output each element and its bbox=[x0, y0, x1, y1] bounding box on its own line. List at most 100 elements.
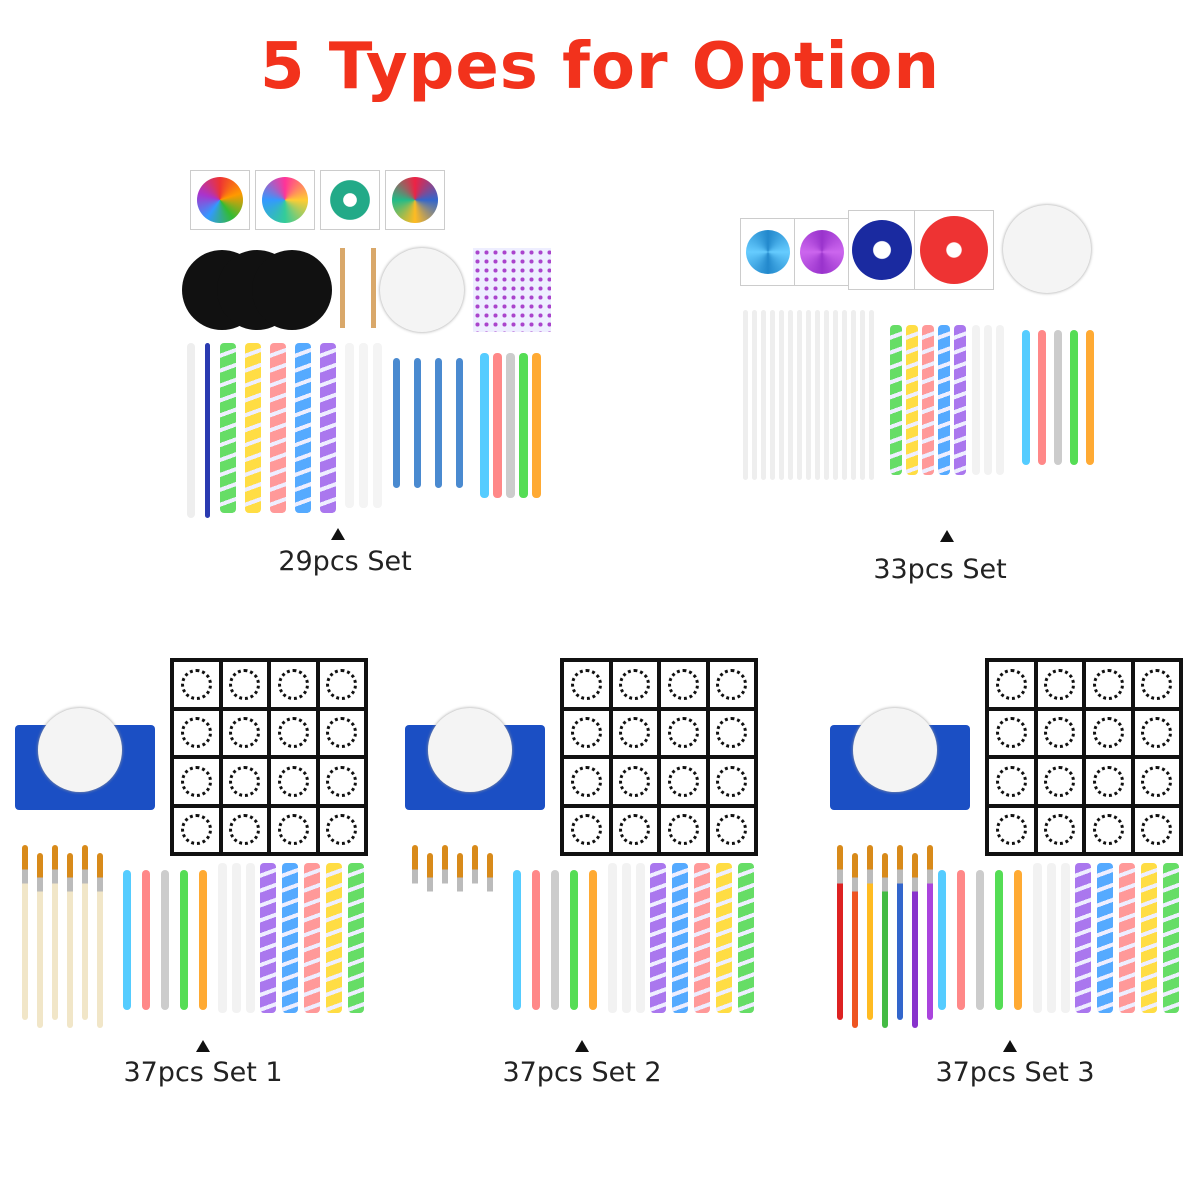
dotting-tool bbox=[142, 870, 150, 1010]
dotting-tool bbox=[493, 353, 502, 498]
stencil bbox=[661, 807, 706, 852]
paintbrush bbox=[82, 845, 88, 1020]
product-set-37pcs-1[interactable]: 37pcs Set 1 bbox=[0, 655, 380, 1088]
ball-stylus bbox=[414, 358, 421, 488]
ruler-stick bbox=[1075, 863, 1091, 1013]
stencil-grid bbox=[985, 658, 1183, 856]
acrylic-rod bbox=[373, 343, 382, 508]
stencil bbox=[989, 759, 1034, 804]
product-set-37pcs-2[interactable]: 37pcs Set 2 bbox=[390, 655, 770, 1088]
ball-stylus bbox=[435, 358, 442, 488]
brush bbox=[797, 310, 802, 480]
dotting-tool bbox=[123, 870, 131, 1010]
acrylic-rod bbox=[996, 325, 1004, 475]
acrylic-rod bbox=[218, 863, 227, 1013]
product-set-33pcs[interactable] bbox=[740, 205, 1120, 485]
dotting-tool bbox=[938, 870, 946, 1010]
ball-stylus bbox=[393, 358, 400, 488]
dotting-tool bbox=[519, 353, 528, 498]
stencil bbox=[1134, 662, 1179, 707]
stencil bbox=[989, 807, 1034, 852]
stencil bbox=[709, 662, 754, 707]
stencil bbox=[222, 710, 267, 755]
stencil bbox=[222, 807, 267, 852]
stencil bbox=[612, 710, 657, 755]
ruler-stick bbox=[282, 863, 298, 1013]
acrylic-rod bbox=[636, 863, 645, 1013]
dotting-tool bbox=[957, 870, 965, 1010]
stencil bbox=[1086, 759, 1131, 804]
paintbrush bbox=[37, 853, 43, 1028]
dotting-tool bbox=[1070, 330, 1078, 465]
dotting-tool bbox=[1038, 330, 1046, 465]
paint-palette bbox=[853, 708, 937, 792]
stencil bbox=[661, 759, 706, 804]
ruler-stick bbox=[922, 325, 934, 475]
ruler-stick bbox=[650, 863, 666, 1013]
paintbrush bbox=[927, 845, 933, 1020]
dotting-tool bbox=[532, 870, 540, 1010]
stencil bbox=[1086, 807, 1131, 852]
set-label: 37pcs Set 3 bbox=[935, 1057, 1095, 1088]
dotting-tool bbox=[513, 870, 521, 1010]
ruler-stick bbox=[1097, 863, 1113, 1013]
page-title: 5 Types for Option bbox=[259, 30, 941, 104]
ruler-stick bbox=[672, 863, 688, 1013]
stencil bbox=[709, 807, 754, 852]
brush bbox=[851, 310, 856, 480]
marker-triangle bbox=[1003, 1040, 1017, 1052]
paintbrush bbox=[472, 845, 478, 1020]
stencil bbox=[848, 210, 916, 290]
stencil bbox=[1086, 710, 1131, 755]
brush bbox=[824, 310, 829, 480]
stencil bbox=[190, 170, 250, 230]
product-set-37pcs-3[interactable]: 37pcs Set 3 bbox=[815, 655, 1195, 1088]
stencil-grid bbox=[170, 658, 368, 856]
dotting-tool bbox=[506, 353, 515, 498]
acrylic-rod bbox=[246, 863, 255, 1013]
foam-pad bbox=[252, 250, 332, 330]
stencil bbox=[1134, 710, 1179, 755]
stencil bbox=[564, 662, 609, 707]
acrylic-rod bbox=[359, 343, 368, 508]
stencil bbox=[319, 710, 364, 755]
ruler-stick bbox=[260, 863, 276, 1013]
dotting-tool bbox=[1014, 870, 1022, 1010]
dotting-tool bbox=[995, 870, 1003, 1010]
paint-palette bbox=[428, 708, 512, 792]
stencil bbox=[320, 170, 380, 230]
paintbrush bbox=[427, 853, 433, 1028]
product-set-29pcs[interactable] bbox=[180, 168, 552, 523]
rhinestone-sheet bbox=[473, 248, 551, 332]
stencil bbox=[319, 807, 364, 852]
pencil bbox=[187, 343, 195, 518]
marker-triangle bbox=[196, 1040, 210, 1052]
ruler-stick bbox=[245, 343, 261, 513]
stencil bbox=[1037, 807, 1082, 852]
dotting-tool bbox=[180, 870, 188, 1010]
ruler-stick bbox=[304, 863, 320, 1013]
paintbrush bbox=[912, 853, 918, 1028]
acrylic-rod bbox=[345, 343, 354, 508]
dotting-tool bbox=[1022, 330, 1030, 465]
ruler-stick bbox=[326, 863, 342, 1013]
easel bbox=[340, 248, 376, 328]
stencil bbox=[1037, 662, 1082, 707]
brush bbox=[743, 310, 748, 480]
acrylic-rod bbox=[984, 325, 992, 475]
stencil bbox=[1134, 759, 1179, 804]
paint-palette bbox=[380, 248, 464, 332]
stencil bbox=[564, 759, 609, 804]
dotting-tool bbox=[570, 870, 578, 1010]
ruler-stick bbox=[716, 863, 732, 1013]
paintbrush bbox=[97, 853, 103, 1028]
stencil bbox=[174, 759, 219, 804]
ruler-stick bbox=[270, 343, 286, 513]
ruler-stick bbox=[954, 325, 966, 475]
marker-triangle bbox=[940, 530, 954, 542]
dotting-tool bbox=[1054, 330, 1062, 465]
marker-triangle bbox=[331, 528, 345, 540]
stencil bbox=[174, 807, 219, 852]
stencil bbox=[740, 218, 796, 286]
paintbrush bbox=[412, 845, 418, 1020]
